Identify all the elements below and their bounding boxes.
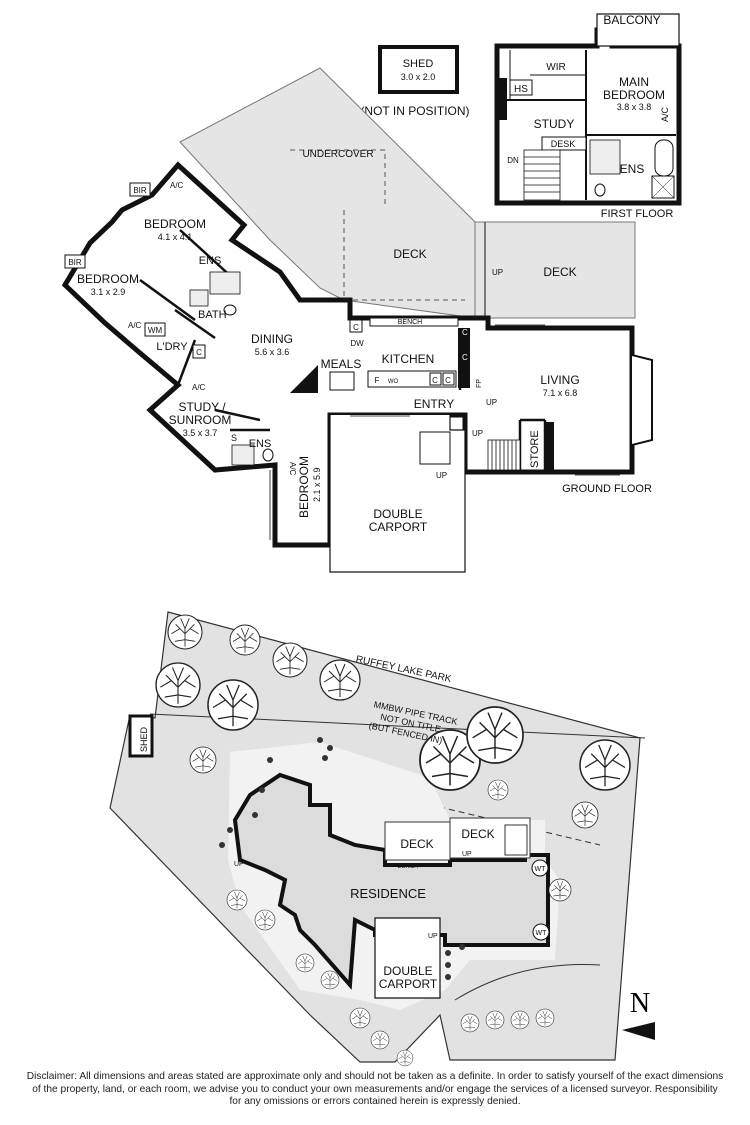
dn-label: DN bbox=[507, 156, 519, 165]
residence-label: RESIDENCE bbox=[350, 886, 426, 901]
deck-left-label: DECK bbox=[393, 247, 426, 261]
bath-label: BATH bbox=[198, 309, 227, 321]
shower-label: S bbox=[231, 433, 237, 443]
balcony-outline bbox=[596, 13, 680, 47]
water-tank-label-2: WT bbox=[536, 930, 548, 937]
living-label: LIVING bbox=[540, 373, 579, 387]
kitchen-cupboard-label: C bbox=[353, 323, 359, 332]
residence-outline bbox=[232, 772, 550, 990]
site-carport-outline bbox=[374, 917, 441, 999]
site-carport-label-1: DOUBLE bbox=[383, 964, 432, 978]
ac-label-2: A/C bbox=[128, 321, 142, 330]
double-carport-label-2: CARPORT bbox=[369, 520, 428, 534]
ac-label-4: A/C bbox=[288, 462, 297, 476]
main-bedroom-label: MAIN bbox=[619, 75, 649, 89]
study-sunroom-label-2: SUNROOM bbox=[169, 413, 232, 427]
site-deck-up-label: UP bbox=[462, 851, 472, 858]
site-side-up-label: UP bbox=[234, 861, 244, 868]
balcony-label: BALCONY bbox=[603, 13, 660, 27]
site-bench-label: BENCH bbox=[397, 864, 418, 870]
cupboard-label-3: C bbox=[462, 328, 468, 337]
study-sunroom-label: STUDY / bbox=[178, 400, 226, 414]
north-arrow-icon bbox=[622, 1022, 655, 1040]
disclaimer-line-1: Disclaimer: All dimensions and areas sta… bbox=[26, 1071, 724, 1082]
undercover-label: UNDERCOVER bbox=[302, 149, 373, 160]
main-bedroom-label-2: BEDROOM bbox=[603, 88, 665, 102]
entry-label: ENTRY bbox=[414, 397, 454, 411]
deck-right-area bbox=[474, 221, 636, 319]
bedroom3-label: BEDROOM bbox=[297, 456, 311, 518]
disclaimer-line-3: for any omissions or errors contained he… bbox=[229, 1096, 521, 1107]
site-deck2-label: DECK bbox=[461, 827, 494, 841]
double-carport-label: DOUBLE bbox=[373, 507, 422, 521]
main-bedroom-size: 3.8 x 3.8 bbox=[617, 102, 652, 112]
kitchen-label: KITCHEN bbox=[382, 352, 435, 366]
ground-floor-caption: GROUND FLOOR bbox=[562, 483, 652, 495]
fireplace-label: FP bbox=[476, 379, 483, 388]
kitchen-bench-label: BENCH bbox=[398, 319, 423, 326]
site-shed bbox=[128, 714, 154, 758]
site-carport-label-2: CARPORT bbox=[379, 977, 438, 991]
wm-label: WM bbox=[148, 326, 163, 335]
bedroom2-label: BEDROOM bbox=[77, 272, 139, 286]
deck-up-label: UP bbox=[492, 268, 503, 277]
shed-label: SHED bbox=[403, 58, 434, 70]
disclaimer: Disclaimer: All dimensions and areas sta… bbox=[0, 1071, 750, 1109]
living-size: 7.1 x 6.8 bbox=[543, 388, 578, 398]
laundry-cupboard-label: C bbox=[196, 348, 202, 357]
hs-label: HS bbox=[514, 84, 528, 95]
water-tank-label-1: WT bbox=[535, 866, 547, 873]
disclaimer-line-2: of the property, land, or each room, we … bbox=[32, 1083, 718, 1095]
shed-size: 3.0 x 2.0 bbox=[401, 72, 436, 82]
site-shed-label: SHED bbox=[139, 726, 149, 752]
bedroom2-size: 3.1 x 2.9 bbox=[91, 287, 126, 297]
entry-up-label: UP bbox=[486, 398, 497, 407]
wall-oven-label: WO bbox=[388, 379, 399, 385]
store-label: STORE bbox=[529, 430, 541, 468]
porch-up-label: UP bbox=[436, 471, 447, 480]
ground-floor-plan: UNDERCOVER DECK DECK UP BIR A/C BEDROOM … bbox=[61, 67, 653, 573]
ac-label-1: A/C bbox=[170, 181, 184, 190]
site-carport-up-label: UP bbox=[428, 933, 438, 940]
bedroom3-size: 2.1 x 5.9 bbox=[312, 467, 322, 502]
site-plan: RUFFEY LAKE PARK MMBW PIPE TRACK NOT ON … bbox=[109, 611, 655, 1067]
bedroom1-size: 4.1 x 4.1 bbox=[158, 232, 193, 242]
shed-note: (NOT IN POSITION) bbox=[360, 104, 469, 118]
bir-label-1: BIR bbox=[133, 186, 147, 195]
study-sunroom-size: 3.5 x 3.7 bbox=[183, 428, 218, 438]
deck-right-label: DECK bbox=[543, 265, 576, 279]
meals-label: MEALS bbox=[321, 357, 362, 371]
shed-plan: SHED 3.0 x 2.0 (NOT IN POSITION) bbox=[360, 45, 470, 118]
dining-label: DINING bbox=[251, 332, 293, 346]
site-deck-1 bbox=[384, 821, 451, 861]
first-floor-plan: BALCONY WIR HS MAIN BEDROOM 3.8 x 3.8 A/… bbox=[494, 13, 682, 220]
first-floor-ac-label: A/C bbox=[660, 106, 670, 122]
ac-label-3: A/C bbox=[192, 383, 206, 392]
pantry-cupboard-label-2: C bbox=[445, 376, 451, 385]
dishwasher-label: DW bbox=[350, 339, 364, 348]
undercover-area bbox=[179, 67, 476, 319]
laundry-label: L'DRY bbox=[156, 341, 188, 353]
study-label: STUDY bbox=[534, 117, 575, 131]
wir-label: WIR bbox=[546, 62, 565, 73]
stairs-up-label: UP bbox=[472, 429, 483, 438]
bedroom1-label: BEDROOM bbox=[144, 217, 206, 231]
site-deck1-label: DECK bbox=[400, 837, 433, 851]
dining-size: 5.6 x 3.6 bbox=[255, 347, 290, 357]
first-floor-ens-label: ENS bbox=[620, 162, 645, 176]
ground-ens2-label: ENS bbox=[249, 438, 272, 450]
fridge-label: F bbox=[375, 376, 380, 385]
north-label: N bbox=[630, 988, 650, 1019]
cupboard-label-4: C bbox=[462, 353, 468, 362]
ground-ens-label: ENS bbox=[199, 255, 222, 267]
bir-label-2: BIR bbox=[68, 258, 82, 267]
desk-label: DESK bbox=[551, 139, 576, 149]
first-floor-caption: FIRST FLOOR bbox=[601, 208, 674, 220]
pantry-cupboard-label-1: C bbox=[432, 376, 438, 385]
